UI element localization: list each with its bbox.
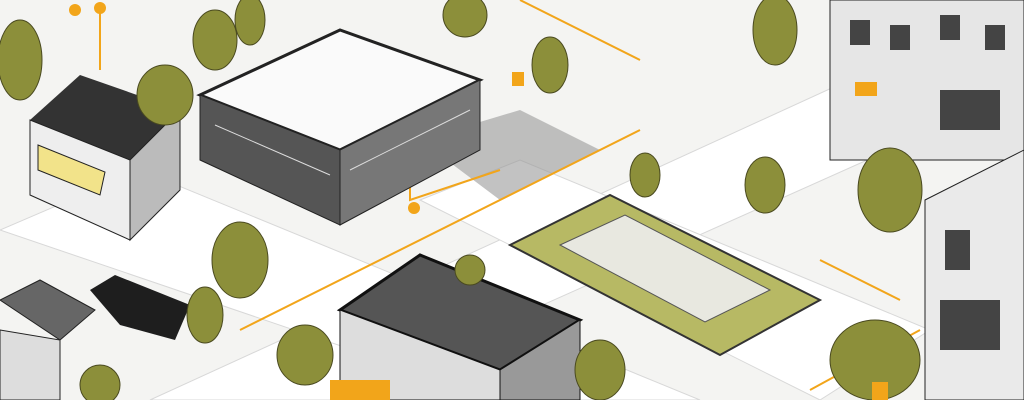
bottom-building xyxy=(336,253,584,400)
map-markers xyxy=(69,2,888,400)
plaza-inner xyxy=(558,214,772,323)
bottom-left-house xyxy=(0,279,96,400)
accent-lines xyxy=(99,0,921,391)
car xyxy=(90,275,190,340)
left-house xyxy=(29,75,181,242)
central-building xyxy=(196,28,484,226)
trees xyxy=(0,0,923,400)
right-buildings xyxy=(829,0,1024,400)
